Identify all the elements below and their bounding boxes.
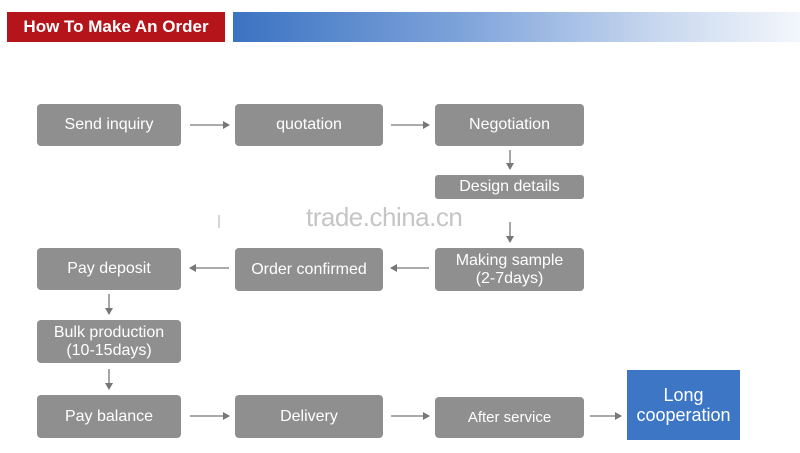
- step-send-inquiry: Send inquiry: [37, 104, 181, 146]
- header-gradient-bar: [230, 12, 800, 42]
- step-pay-balance: Pay balance: [37, 395, 181, 438]
- step-quotation-label: quotation: [276, 116, 342, 133]
- step-negotiation: Negotiation: [435, 104, 584, 146]
- step-bulk-production-duration: (10-15days): [66, 341, 152, 359]
- page-title: How To Make An Order: [7, 12, 225, 42]
- step-quotation: quotation: [235, 104, 383, 146]
- step-pay-balance-label: Pay balance: [64, 407, 154, 425]
- step-bulk-production: Bulk production (10-15days): [37, 320, 181, 363]
- step-design-details-label: Design details: [459, 178, 560, 195]
- step-making-sample-duration: (2-7days): [475, 269, 544, 287]
- step-delivery-label: Delivery: [280, 407, 338, 425]
- step-after-service: After service: [435, 397, 584, 438]
- step-long-cooperation-line1: Long: [663, 385, 704, 405]
- step-making-sample: Making sample (2-7days): [435, 248, 584, 291]
- step-making-sample-label: Making sample: [455, 251, 564, 269]
- step-order-confirmed: Order confirmed: [235, 248, 383, 291]
- step-send-inquiry-label: Send inquiry: [64, 116, 154, 133]
- watermark: trade.china.cn: [306, 202, 463, 232]
- step-after-service-label: After service: [467, 408, 552, 426]
- step-order-confirmed-label: Order confirmed: [251, 260, 367, 278]
- step-long-cooperation-line2: cooperation: [636, 405, 731, 425]
- step-pay-deposit: Pay deposit: [37, 248, 181, 290]
- step-long-cooperation: Long cooperation: [627, 370, 740, 440]
- step-delivery: Delivery: [235, 395, 383, 438]
- step-design-details: Design details: [435, 175, 584, 199]
- step-bulk-production-label: Bulk production: [53, 323, 165, 341]
- step-pay-deposit-label: Pay deposit: [67, 260, 151, 277]
- step-negotiation-label: Negotiation: [469, 116, 550, 133]
